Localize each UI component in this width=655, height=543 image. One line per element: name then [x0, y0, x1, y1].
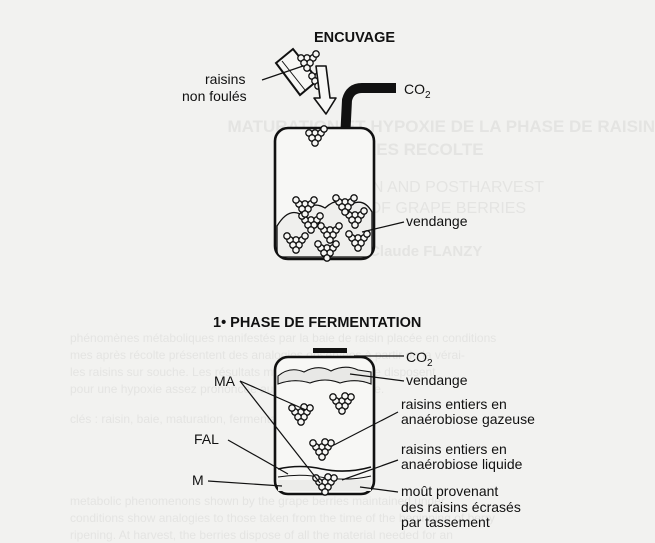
label-m: M [192, 472, 204, 488]
leader-fal [227, 439, 289, 475]
grape-berry [309, 439, 317, 447]
dropping-grapes [305, 125, 328, 147]
label-liq-line2: anaérobiose liquide [401, 456, 523, 472]
grape-berry [323, 254, 331, 262]
ghost-para-line: conditions show analogies to those taken… [70, 511, 495, 525]
grape-berry [292, 246, 300, 254]
grape-pile-top [283, 194, 371, 262]
grape-berry [332, 194, 340, 202]
grape-berry [326, 236, 334, 244]
ghost-heading-2: APRES RECOLTE [340, 140, 483, 159]
grape-berry [347, 393, 355, 401]
label-must-line3: par tassement [401, 514, 490, 530]
ghost-para-line: phénomènes métaboliques manifestés par l… [70, 331, 496, 345]
vat-bottom [273, 355, 376, 496]
grape-berry [332, 240, 340, 248]
grape-berry [327, 439, 335, 447]
label-must-line2: des raisins écrasés [401, 499, 521, 515]
grape-berry [297, 418, 305, 426]
grape-berry [335, 222, 343, 230]
grape-berry [341, 208, 349, 216]
grape-berry [283, 232, 291, 240]
label-gas-line2: anaérobiose gazeuse [401, 411, 535, 427]
grape-berry [311, 139, 319, 147]
grape-berry [292, 196, 300, 204]
label-gas-line1: raisins entiers en [401, 396, 507, 412]
grape-berry [345, 230, 353, 238]
grape-berry [316, 212, 324, 220]
grape-berry [301, 210, 309, 218]
grape-berry [354, 244, 362, 252]
grape-berry [312, 50, 320, 58]
grape-berry [318, 453, 326, 461]
grape-berry [351, 221, 359, 229]
ghost-para-line: metabolic phenomenons shown by the grape… [70, 494, 445, 508]
panel-encuvage: ENCUVAGE CO2 raisins non foulés [182, 30, 468, 262]
label-co2-top: CO2 [404, 81, 431, 101]
label-vendange-bottom: vendange [406, 372, 468, 388]
leader-gas [333, 411, 399, 446]
leader-vendange-top [361, 221, 405, 233]
grape-berry [320, 125, 328, 133]
label-co2-bottom: CO2 [406, 349, 433, 369]
grape-berry [288, 404, 296, 412]
leader-ma-2 [239, 380, 307, 411]
label-fal: FAL [194, 431, 219, 447]
leader-ma-1 [239, 380, 321, 484]
grape-entry-arrow [313, 65, 337, 115]
label-raisins-line2: non foulés [182, 88, 247, 104]
grape-berry [321, 488, 329, 496]
label-must-line1: moût provenant [401, 483, 498, 499]
grape-berry [330, 474, 338, 482]
grape-berry [307, 226, 315, 234]
ghost-para-line: ripening. At harvest, the berries dispos… [70, 528, 453, 542]
leader-raisins [261, 65, 304, 81]
leader-m [207, 480, 283, 487]
panel-fermentation: 1• PHASE DE FERMENTATION CO2 vendange ra… [192, 315, 535, 530]
ghost-author: par Claude FLANZY [342, 243, 483, 260]
panel-title-fermentation: 1• PHASE DE FERMENTATION [213, 315, 421, 331]
label-raisins-line1: raisins [205, 71, 245, 87]
leader-vendange-bottom [349, 373, 405, 382]
leader-liq [341, 459, 399, 481]
grape-berry [303, 64, 311, 72]
grape-berry [314, 240, 322, 248]
grape-berry [360, 207, 368, 215]
label-ma: MA [214, 373, 236, 389]
grape-berry [324, 473, 332, 481]
grape-berry [350, 194, 358, 202]
vat-lid [313, 348, 347, 353]
grape-berry [329, 393, 337, 401]
label-liq-line1: raisins entiers en [401, 441, 507, 457]
grape-berry [341, 392, 349, 400]
grape-berry [310, 196, 318, 204]
grape-berry [321, 438, 329, 446]
panel-title-encuvage: ENCUVAGE [314, 30, 395, 46]
grape-berry [306, 404, 314, 412]
grape-berry [338, 407, 346, 415]
leader-must [359, 486, 399, 493]
grape-berry [301, 232, 309, 240]
grape-berry [317, 222, 325, 230]
label-vendange-top: vendange [406, 213, 468, 229]
